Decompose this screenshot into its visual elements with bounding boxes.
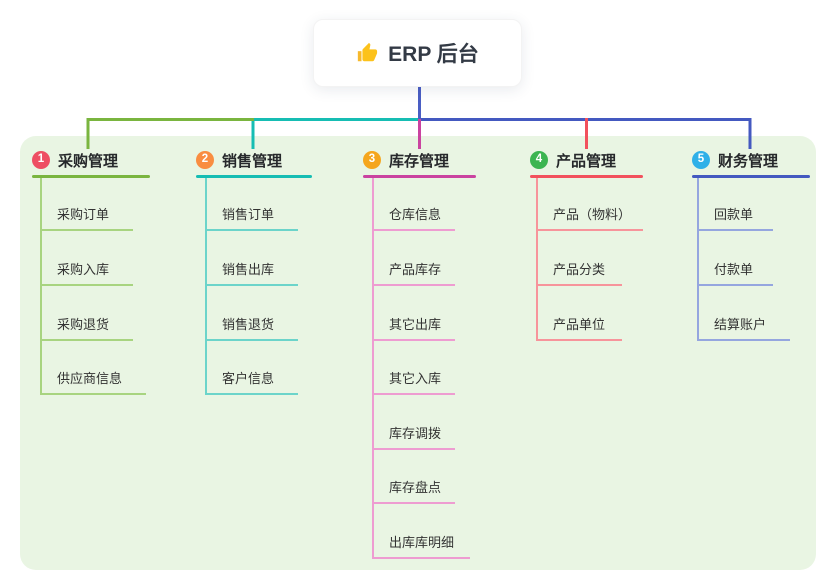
node-underline <box>372 284 455 286</box>
node-product-stock[interactable]: 产品库存 <box>389 262 442 277</box>
node-underline <box>536 339 622 341</box>
node-underline <box>205 284 298 286</box>
node-underline <box>372 339 455 341</box>
branch-header-finance[interactable]: 5 财务管理 <box>692 147 810 173</box>
node-receipt-doc[interactable]: 回款单 <box>714 207 754 222</box>
branch-badge: 2 <box>196 151 214 169</box>
branch-header-product[interactable]: 4 产品管理 <box>530 147 643 173</box>
node-underline <box>697 284 773 286</box>
node-sales-order[interactable]: 销售订单 <box>222 207 275 222</box>
branch-underline <box>363 175 476 178</box>
branch-badge: 3 <box>363 151 381 169</box>
node-underline <box>372 393 455 395</box>
branch-child-connector <box>536 178 538 340</box>
node-underline <box>205 339 298 341</box>
branch-child-connector <box>205 178 207 395</box>
root-label: ERP 后台 <box>388 43 479 66</box>
node-product-unit[interactable]: 产品单位 <box>553 317 606 332</box>
node-underline <box>372 502 455 504</box>
node-underline <box>372 448 455 450</box>
node-product-category[interactable]: 产品分类 <box>553 262 606 277</box>
branches-panel <box>20 136 816 570</box>
node-underline <box>536 284 622 286</box>
node-settlement-account[interactable]: 结算账户 <box>714 317 767 332</box>
node-underline <box>372 557 470 559</box>
node-product-material[interactable]: 产品（物料） <box>553 207 632 222</box>
node-sales-return[interactable]: 销售退货 <box>222 317 275 332</box>
node-purchase-order[interactable]: 采购订单 <box>57 207 110 222</box>
branch-badge: 5 <box>692 151 710 169</box>
branch-label: 销售管理 <box>222 152 283 170</box>
node-warehouse-info[interactable]: 仓库信息 <box>389 207 442 222</box>
branch-underline <box>196 175 312 178</box>
branch-underline <box>530 175 643 178</box>
node-supplier-info[interactable]: 供应商信息 <box>57 371 123 386</box>
branch-header-purchase[interactable]: 1 采购管理 <box>32 147 150 173</box>
node-customer-info[interactable]: 客户信息 <box>222 371 275 386</box>
node-underline <box>40 284 133 286</box>
node-other-inbound[interactable]: 其它入库 <box>389 371 442 386</box>
node-purchase-return[interactable]: 采购退货 <box>57 317 110 332</box>
node-stock-check[interactable]: 库存盘点 <box>389 480 442 495</box>
branch-label: 财务管理 <box>718 152 779 170</box>
branch-child-connector <box>697 178 699 340</box>
node-other-outbound[interactable]: 其它出库 <box>389 317 442 332</box>
branch-child-connector <box>372 178 374 559</box>
node-underline <box>40 339 133 341</box>
branch-badge: 4 <box>530 151 548 169</box>
node-underline <box>40 393 146 395</box>
node-payment-doc[interactable]: 付款单 <box>714 262 754 277</box>
root-node[interactable]: ERP 后台 <box>313 19 522 87</box>
node-purchase-inbound[interactable]: 采购入库 <box>57 262 110 277</box>
branch-header-sales[interactable]: 2 销售管理 <box>196 147 312 173</box>
node-sales-outbound[interactable]: 销售出库 <box>222 262 275 277</box>
branch-underline <box>32 175 150 178</box>
node-underline <box>536 229 643 231</box>
node-underline <box>372 229 455 231</box>
thumbs-up-icon <box>358 42 378 62</box>
branch-underline <box>692 175 810 178</box>
node-underline <box>697 339 790 341</box>
branch-child-connector <box>40 178 42 395</box>
branch-label: 产品管理 <box>556 152 617 170</box>
node-underline <box>205 229 298 231</box>
node-underline <box>205 393 298 395</box>
branch-label: 采购管理 <box>58 152 119 170</box>
node-stock-transfer[interactable]: 库存调拨 <box>389 426 442 441</box>
node-inout-detail[interactable]: 出库库明细 <box>389 535 455 550</box>
branch-label: 库存管理 <box>389 152 450 170</box>
branch-badge: 1 <box>32 151 50 169</box>
branch-header-inventory[interactable]: 3 库存管理 <box>363 147 476 173</box>
node-underline <box>697 229 773 231</box>
node-underline <box>40 229 133 231</box>
